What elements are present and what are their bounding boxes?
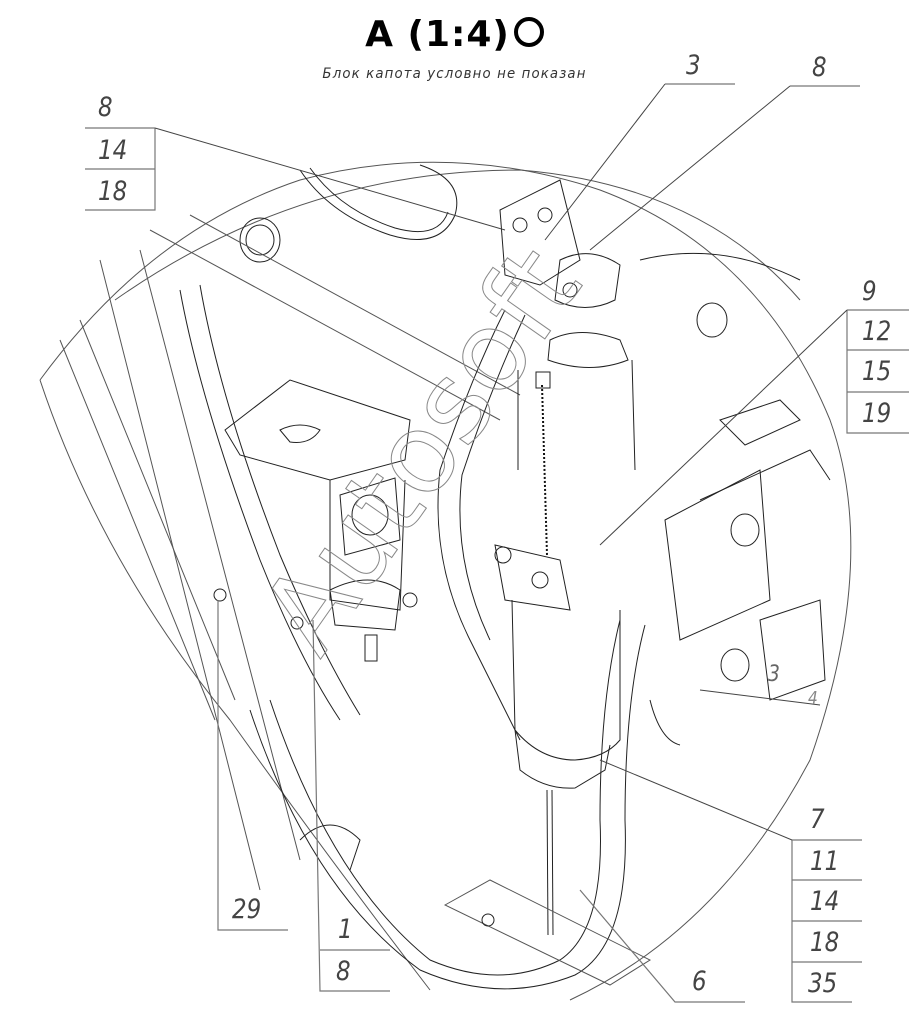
callout-35: 35 [808, 968, 838, 999]
filter-bowl [511, 599, 621, 761]
bracket-plate [224, 379, 411, 481]
wheel-arch [299, 824, 361, 871]
detail-boundary-arc [39, 161, 852, 1001]
callout-18-top-left: 18 [98, 176, 128, 207]
bolt [290, 616, 304, 630]
view-title: A (1:4) [0, 14, 909, 55]
frame-edge [114, 169, 801, 301]
sensor-wire [649, 699, 681, 746]
valve-block [759, 599, 826, 701]
cap-outline [239, 217, 281, 263]
fuel-hose-2 [269, 619, 621, 976]
callout-12: 12 [862, 316, 892, 347]
callout-8-top-right: 8 [812, 52, 827, 83]
floor-plate [443, 879, 652, 986]
hitch-block [664, 469, 771, 641]
callout-1: 1 [338, 914, 353, 945]
callout-29: 29 [232, 894, 262, 925]
bolt [402, 592, 418, 608]
hitch-eye [730, 513, 760, 547]
leader-line [154, 127, 506, 231]
view-title-text: A (1:4) [365, 14, 510, 55]
callout-7: 7 [810, 804, 825, 835]
callout-8-top-left: 8 [98, 92, 113, 123]
hose-long [179, 289, 341, 721]
frame-rail [99, 249, 301, 891]
pivot-pin [696, 302, 728, 338]
flange-block [329, 479, 406, 611]
damper [329, 579, 401, 631]
callout-8-bottom: 8 [336, 956, 351, 987]
filter-drain-cap [514, 729, 611, 789]
callout-9: 9 [862, 276, 877, 307]
clamp-bracket [494, 544, 571, 611]
round-tank-outline [299, 164, 458, 240]
callout-3-top: 3 [686, 50, 701, 81]
cable-tie [541, 384, 548, 556]
callout-6: 6 [692, 966, 707, 997]
bolt [213, 588, 227, 602]
callout-3-inline: 3 [768, 662, 780, 687]
fuel-hose-1 [437, 309, 521, 741]
filter-upper [517, 359, 636, 471]
callout-14-right: 14 [810, 886, 840, 917]
floor-nut [481, 913, 495, 927]
callout-11: 11 [810, 846, 840, 877]
callout-19: 19 [862, 398, 892, 429]
callout-14-top-left: 14 [98, 135, 128, 166]
hose-clip [364, 634, 378, 662]
callout-18-right: 18 [810, 927, 840, 958]
mounting-bracket [499, 179, 581, 286]
callout-15: 15 [862, 356, 892, 387]
pad [719, 399, 801, 446]
filter-head-ring [547, 332, 629, 368]
rotated-view-icon [513, 17, 544, 47]
cable-tie-head [535, 371, 551, 389]
filter-head [554, 253, 621, 308]
callout-4-inline: 4 [808, 688, 818, 709]
view-subtitle: Блок капота условно не показан [322, 66, 587, 82]
drain-line [546, 789, 549, 936]
frame-beam [149, 214, 521, 421]
